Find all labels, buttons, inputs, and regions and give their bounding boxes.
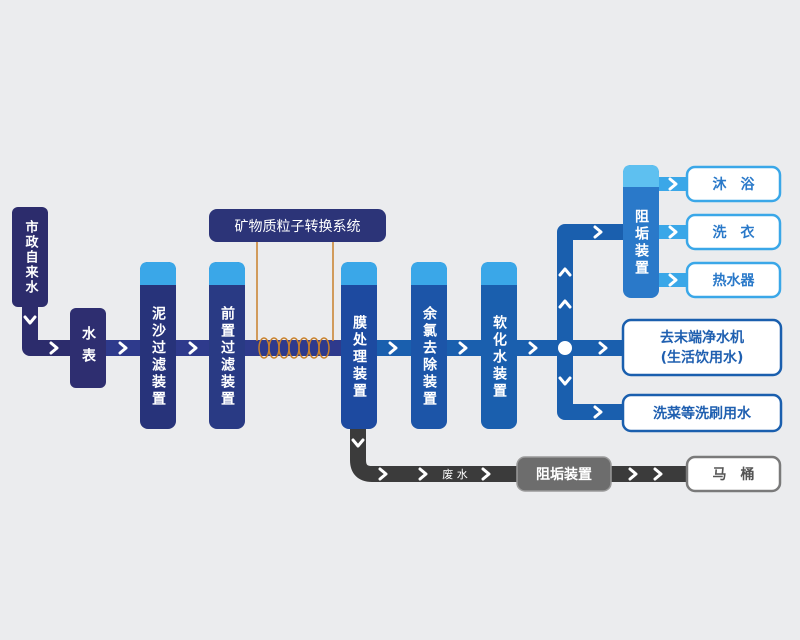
- toilet-label: 马 桶: [712, 467, 755, 483]
- stage-column-4: [411, 262, 447, 429]
- arrow-right-2: [118, 341, 128, 355]
- mineral-system-coil: [256, 242, 334, 359]
- waste-water-label: 废 水: [442, 468, 468, 481]
- arrow-waste-2: [418, 467, 428, 481]
- stage-column-1: [140, 262, 176, 429]
- arrow-right-7: [598, 341, 608, 355]
- arrow-waste-3: [481, 467, 491, 481]
- arrow-heater: [668, 273, 678, 287]
- source-label: 市政自来水: [22, 219, 38, 295]
- pipe-branch-up: [557, 224, 625, 348]
- toilet-box: [685, 455, 782, 493]
- flow-arrows: [23, 177, 678, 481]
- washing-box: [621, 393, 783, 433]
- arrow-shower: [668, 177, 678, 191]
- arrow-right-6: [528, 341, 538, 355]
- stage-column-3: [341, 262, 377, 429]
- stage-2-label: 前置过滤装置: [219, 306, 235, 408]
- junction-node: [554, 337, 576, 359]
- arrow-up-1: [558, 299, 572, 309]
- arrow-laundry: [668, 225, 678, 239]
- shower-box: [685, 165, 782, 203]
- arrow-waste-1: [378, 467, 388, 481]
- arrow-right-bottom: [593, 405, 603, 419]
- washing-label: 洗菜等洗刷用水: [653, 406, 751, 422]
- heater-box: [685, 261, 782, 299]
- shower-label: 沐 浴: [712, 177, 755, 193]
- mineral-system-box: [209, 209, 386, 242]
- laundry-label: 洗 衣: [712, 225, 755, 241]
- scale-inhibitor-bottom-box: [516, 456, 612, 492]
- source-box: [12, 207, 48, 307]
- pipe-branch-down: [557, 348, 625, 420]
- arrow-right-5: [458, 341, 468, 355]
- stage-5-label: 软化水装置: [491, 314, 507, 400]
- arrow-waste-4: [628, 467, 638, 481]
- stage-column-5: [481, 262, 517, 429]
- meter-label: 水表: [80, 326, 96, 370]
- meter-box: [70, 308, 106, 388]
- scale-inhibitor-top-column: [623, 165, 659, 298]
- arrow-down-source: [23, 315, 37, 325]
- drinking-label: 去末端净水机 (生活饮用水): [623, 320, 781, 375]
- arrow-right-top: [593, 225, 603, 239]
- drinking-label-line2: (生活饮用水): [660, 349, 744, 366]
- pipe-waste: [350, 420, 700, 482]
- stage-1-label: 泥沙过滤装置: [150, 306, 166, 408]
- drinking-label-line1: 去末端净水机: [660, 329, 744, 346]
- heater-label: 热水器: [712, 273, 755, 289]
- stage-3-label: 膜处理装置: [351, 314, 367, 400]
- arrow-waste-5: [653, 467, 663, 481]
- scale-inhibitor-bottom-label: 阻垢装置: [536, 467, 592, 483]
- scale-inhibitor-top-label: 阻垢装置: [633, 208, 649, 277]
- arrow-right-3: [188, 341, 198, 355]
- stage-column-2: [209, 262, 245, 429]
- laundry-box: [685, 213, 782, 251]
- arrow-right-1: [49, 341, 59, 355]
- arrow-right-4: [388, 341, 398, 355]
- mineral-system-label: 矿物质粒子转换系统: [234, 218, 361, 235]
- drinking-box: [621, 318, 783, 377]
- arrow-up-2: [558, 267, 572, 277]
- arrow-down-1: [558, 376, 572, 386]
- stage-4-label: 余氯去除装置: [421, 306, 437, 408]
- arrow-waste-down: [351, 438, 365, 448]
